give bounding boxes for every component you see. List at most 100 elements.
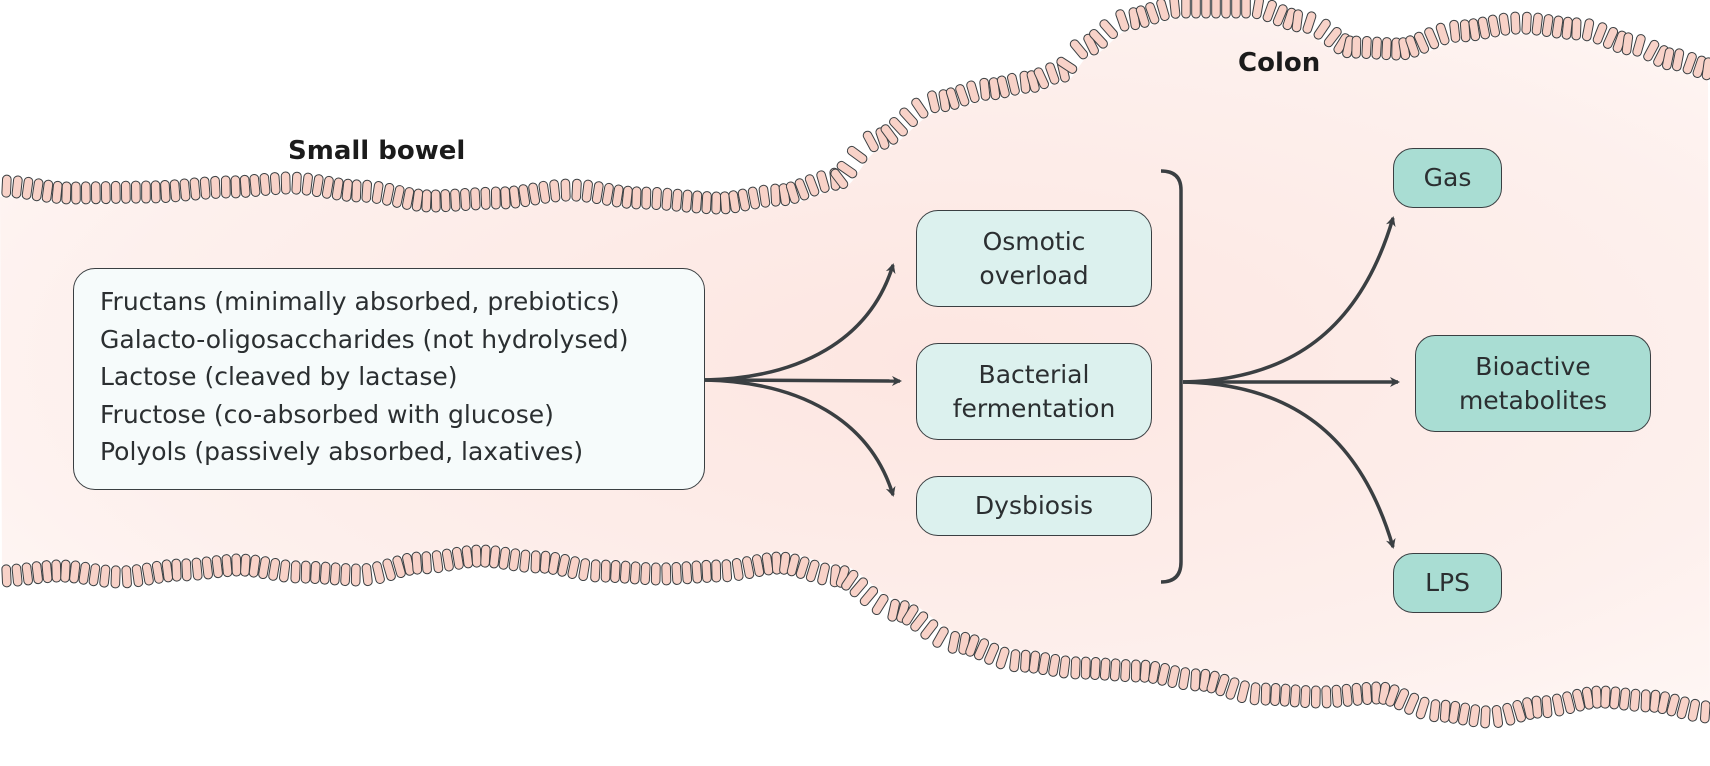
osmotic-line-2: overload (979, 260, 1089, 290)
top-wall-villus (631, 186, 642, 210)
top-wall-villus (1701, 57, 1710, 81)
top-wall-villus (1541, 14, 1554, 37)
bottom-wall-villus (567, 556, 580, 579)
top-wall-villus (1381, 37, 1392, 61)
bottom-wall-villus (995, 646, 1010, 670)
top-wall-villus (1099, 19, 1119, 39)
top-wall-villus (1291, 9, 1304, 33)
bottom-wall-villus (441, 548, 454, 572)
top-wall-villus (1251, 0, 1264, 20)
top-wall-villus (1351, 35, 1362, 59)
fermentation-line-2: fermentation (952, 393, 1116, 423)
bottom-wall-villus (731, 558, 744, 581)
top-wall-villus (1571, 17, 1582, 41)
bottom-wall-villus (340, 563, 351, 587)
bottom-wall-villus (1448, 700, 1461, 724)
bottom-wall-villus (1551, 693, 1565, 717)
top-wall-villus (528, 182, 541, 206)
bottom-wall-villus (1480, 705, 1491, 729)
top-wall-villus (210, 175, 221, 199)
bottom-wall-villus (849, 577, 869, 598)
top-wall-villus (199, 176, 211, 200)
top-wall-villus (160, 180, 171, 203)
arrow-to-osmotic (704, 263, 896, 382)
sugar-polyols: Polyols (passively absorbed, laxatives) (100, 437, 584, 466)
top-wall-villus (311, 174, 324, 198)
top-wall-villus (1045, 62, 1060, 85)
bottom-wall-villus (871, 593, 889, 616)
bottom-wall-villus (786, 553, 800, 577)
top-wall-villus (1156, 0, 1170, 21)
top-wall-villus (1413, 31, 1430, 54)
fermentation-line-1: Bacterial (978, 359, 1090, 389)
bottom-wall-villus (41, 560, 53, 584)
top-wall-villus (979, 77, 991, 101)
osmotic-line-1: Osmotic (982, 226, 1086, 256)
bottom-wall-villus (1609, 686, 1621, 710)
top-wall-villus (51, 180, 63, 204)
bottom-wall-villus (1167, 665, 1180, 688)
lps-box: LPS (1393, 553, 1502, 613)
bottom-wall-villus (640, 562, 651, 586)
top-wall-villus (899, 107, 918, 128)
bottom-wall-villus (1512, 700, 1526, 723)
top-wall-villus (1662, 47, 1675, 71)
bottom-wall-villus (161, 559, 174, 583)
bottom-wall-villus (1080, 656, 1091, 680)
bottom-wall-villus (1120, 659, 1131, 683)
top-wall-villus (1, 174, 12, 198)
bottom-wall-villus (805, 559, 820, 583)
top-wall-villus (230, 175, 241, 199)
top-wall-villus (804, 174, 820, 197)
bottom-wall-villus (431, 550, 444, 574)
bottom-wall-villus (1300, 685, 1311, 709)
top-wall-villus (1682, 52, 1697, 75)
top-wall-villus (1241, 0, 1251, 19)
bottom-wall-villus (701, 559, 712, 583)
dysbiosis-label: Dysbiosis (974, 491, 1094, 520)
bottom-wall-villus (451, 546, 464, 570)
bottom-wall-villus (1090, 657, 1101, 681)
bottom-wall-villus (1190, 668, 1201, 692)
gas-label: Gas (1423, 163, 1472, 192)
bottom-wall-villus (361, 563, 373, 587)
top-wall-villus (591, 181, 604, 205)
arrow-to-lps (1182, 380, 1396, 549)
bottom-wall-villus (887, 598, 900, 622)
top-wall-villus (31, 178, 44, 202)
bottom-wall-villus (131, 564, 144, 588)
bottom-wall-villus (1341, 683, 1353, 707)
top-wall-villus (249, 173, 261, 197)
bottom-wall-villus (60, 559, 71, 583)
bottom-wall-villus (240, 553, 251, 577)
top-wall-villus (1181, 0, 1191, 19)
top-wall-villus (141, 180, 151, 204)
top-wall-villus (996, 75, 1010, 99)
fodmap-list-box: Fructans (minimally absorbed, prebiotics… (73, 268, 705, 490)
bottom-wall-villus (1640, 689, 1651, 713)
top-wall-villus (1361, 36, 1372, 59)
bottom-wall-villus (372, 561, 385, 584)
bottom-wall-villus (1020, 649, 1031, 673)
top-wall-villus (1487, 14, 1501, 38)
bottom-wall-villus (1351, 682, 1363, 706)
bottom-wall-villus (590, 559, 601, 583)
top-wall-villus (711, 191, 722, 215)
bottom-wall-villus (1249, 682, 1261, 706)
bottom-wall-villus (1619, 687, 1631, 711)
bottom-wall-villus (650, 562, 661, 586)
bottom-wall-villus (51, 559, 62, 583)
top-wall-villus (239, 174, 251, 198)
top-wall-villus (621, 185, 633, 209)
top-wall-villus (1221, 0, 1231, 19)
top-wall-villus (1135, 5, 1150, 28)
top-wall-villus (1056, 56, 1078, 74)
top-wall-villus (1302, 11, 1317, 34)
bottom-wall-villus (1676, 696, 1690, 720)
top-wall-villus (21, 176, 34, 200)
bottom-wall-villus (421, 551, 432, 575)
top-wall-villus (1602, 26, 1619, 49)
top-wall-villus (421, 189, 432, 213)
top-wall-villus (1191, 0, 1201, 19)
gut-lumen (0, 18, 1710, 706)
